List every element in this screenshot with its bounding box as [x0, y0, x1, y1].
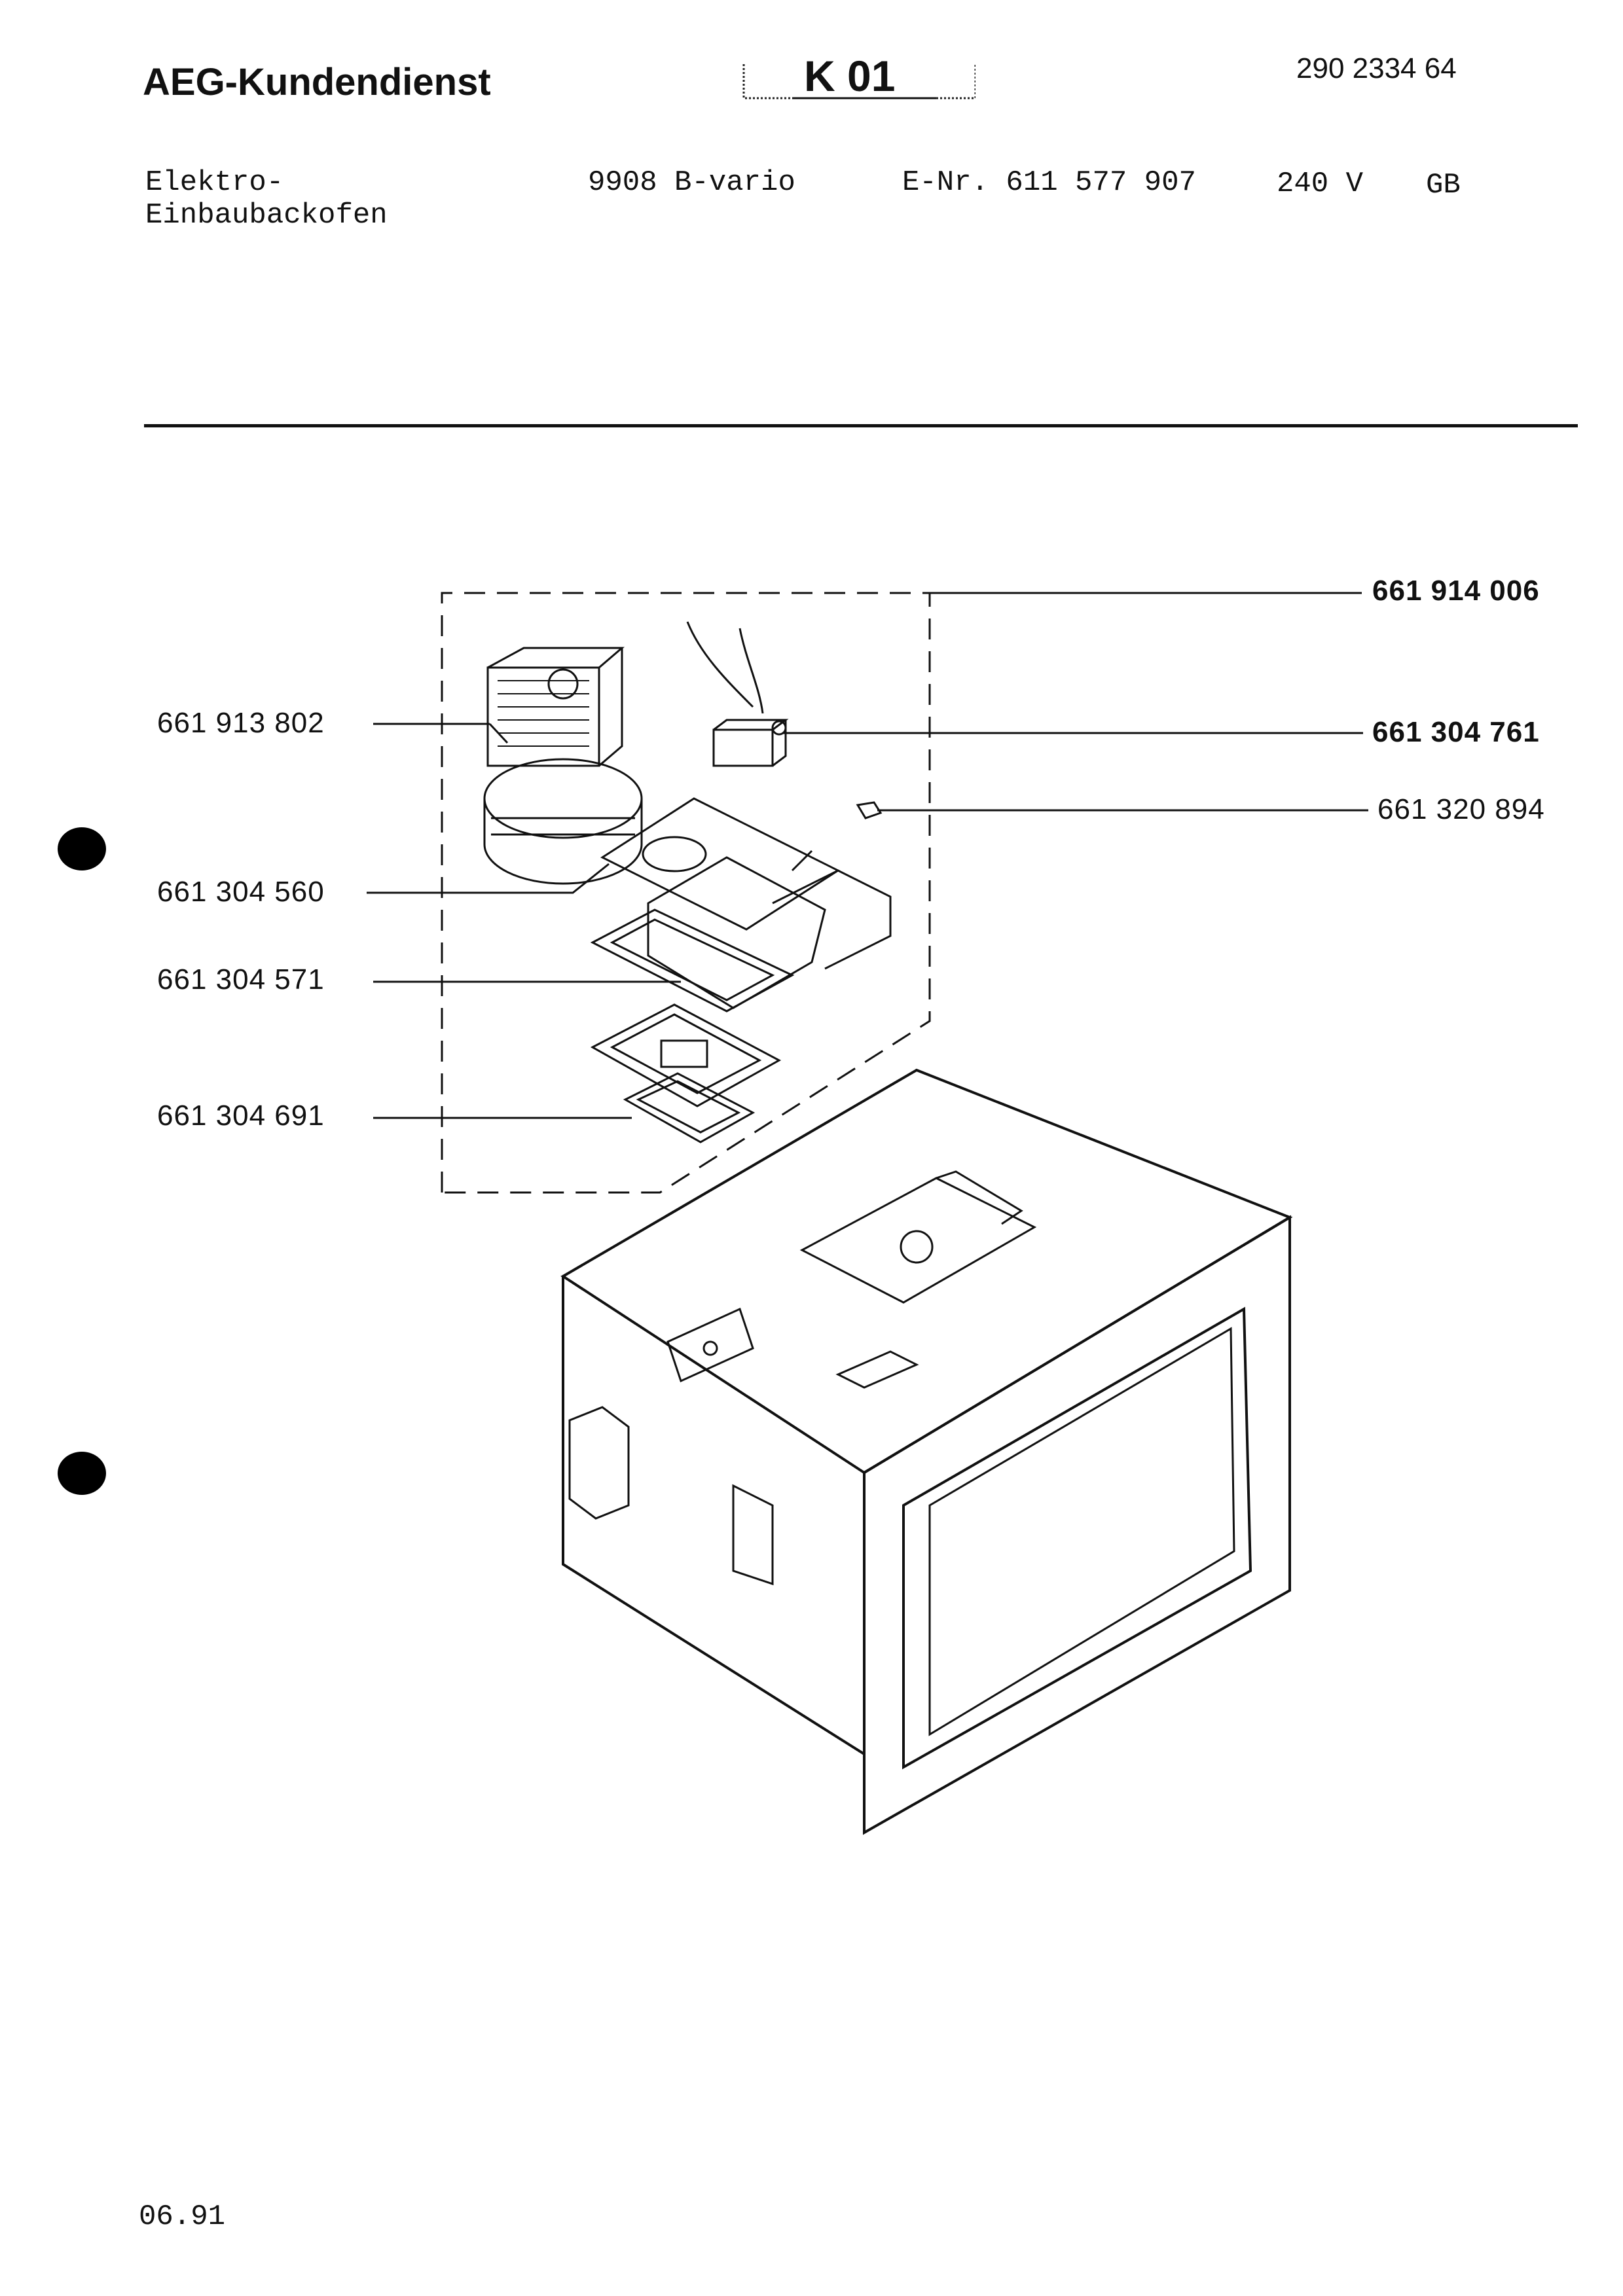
fan-motor-part [483, 647, 643, 885]
voltage: 240 V [1277, 168, 1364, 200]
country-code: GB [1426, 169, 1461, 202]
document-number: 290 2334 64 [1296, 52, 1457, 84]
product-type-line1: Elektro- [145, 166, 284, 199]
part-label-661913802: 661 913 802 [157, 707, 325, 739]
binder-hole-top [58, 827, 106, 870]
model-name: 9908 B-vario [588, 166, 795, 199]
part-label-661914006: 661 914 006 [1372, 575, 1540, 607]
e-number: E-Nr. 611 577 907 [902, 166, 1196, 199]
brand-title: AEG-Kundendienst [143, 61, 491, 103]
header-divider [144, 424, 1578, 427]
seal-part [623, 1072, 756, 1143]
binder-hole-bottom [58, 1452, 106, 1495]
duct-gasket-part [590, 908, 795, 1013]
oven-cavity-part [560, 1068, 1293, 1835]
assembly-group-frame [441, 592, 931, 1194]
product-type-line2: Einbaubackofen [145, 199, 388, 232]
part-label-661304761: 661 304 761 [1372, 716, 1540, 748]
clip-part [856, 801, 883, 819]
part-label-661304560: 661 304 560 [157, 876, 325, 908]
switch-part [686, 621, 789, 767]
leader-304560 [367, 863, 610, 894]
air-duct-part [600, 797, 892, 1009]
lower-frame-part [590, 1003, 782, 1107]
part-label-661320894: 661 320 894 [1377, 793, 1545, 825]
part-label-661304691: 661 304 691 [157, 1100, 325, 1132]
part-label-661304571: 661 304 571 [157, 963, 325, 996]
sheet-code: K 01 [804, 52, 896, 100]
issue-date: 06.91 [139, 2200, 226, 2233]
